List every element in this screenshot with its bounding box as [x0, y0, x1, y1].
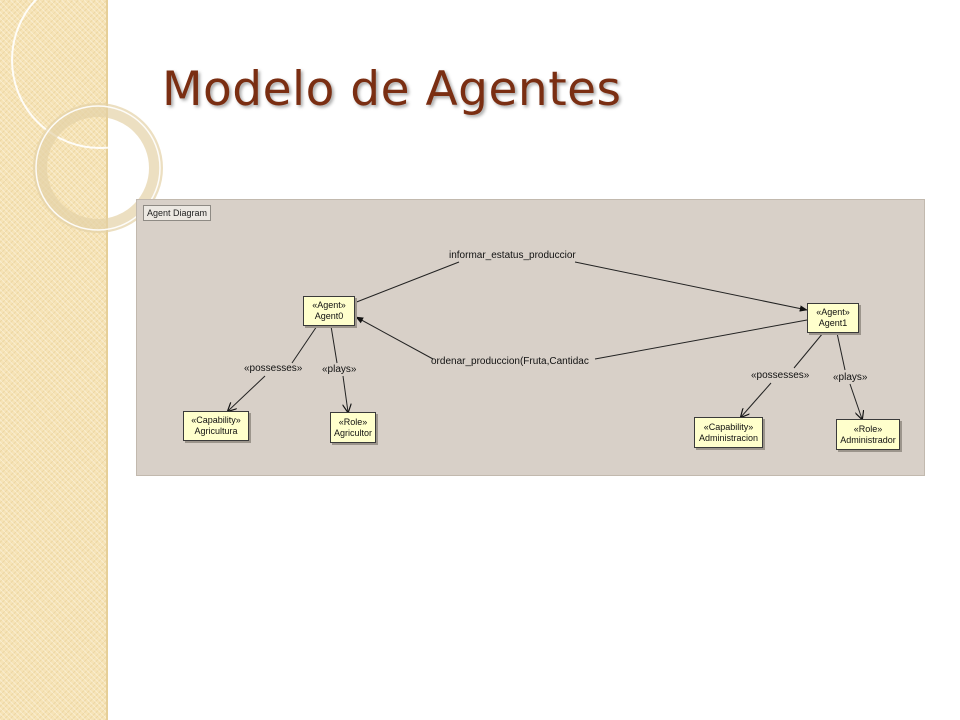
message-ordenar-line-b	[355, 316, 434, 360]
node-stereotype: «Capability»	[703, 421, 754, 432]
relation-label-plays-right: «plays»	[833, 372, 868, 383]
diagram-caption: Agent Diagram	[143, 205, 212, 221]
node-stereotype: «Role»	[853, 423, 883, 434]
node-role-administrador[interactable]: «Role» Administrador	[836, 419, 900, 450]
agent-diagram-panel: Agent Diagram «Agent» Agent0 «Agent» Age…	[136, 199, 925, 476]
node-name: Agent1	[818, 318, 848, 328]
plays-left-line-b	[343, 375, 348, 412]
node-capability-administracion[interactable]: «Capability» Administracion	[694, 417, 763, 448]
node-name: Agricultura	[194, 426, 238, 436]
decorative-circle-inner	[35, 105, 161, 231]
relation-label-possesses-right: «possesses»	[751, 370, 810, 381]
node-role-agricultor[interactable]: «Role» Agricultor	[330, 412, 376, 443]
message-informar-line-a	[353, 261, 460, 304]
node-name: Administracion	[698, 432, 759, 443]
node-stereotype: «Agent»	[816, 307, 850, 317]
node-capability-agricultura[interactable]: «Capability» Agricultura	[183, 411, 249, 441]
plays-left-line-a	[330, 325, 338, 364]
node-name: Agricultor	[333, 427, 372, 438]
relation-label-plays-left: «plays»	[322, 364, 357, 375]
decorative-circle-large	[11, 0, 189, 149]
node-stereotype: «Agent»	[312, 300, 346, 310]
node-stereotype: «Role»	[338, 416, 368, 427]
node-name: Administrador	[840, 434, 896, 445]
possesses-right-line-b	[741, 382, 772, 417]
message-ordenar-line-a	[594, 319, 808, 360]
node-stereotype: «Capability»	[191, 415, 241, 425]
relation-label-ordenar: ordenar_produccion(Fruta,Cantidac	[431, 356, 589, 367]
possesses-left-line-b	[228, 375, 266, 411]
diagram-connectors	[137, 261, 924, 475]
possesses-left-line-a	[291, 325, 318, 364]
node-name: Agent0	[314, 311, 344, 321]
slide-title: Modelo de Agentes	[162, 62, 622, 117]
plays-right-line-a	[836, 332, 846, 371]
decorative-side-strip	[0, 0, 108, 720]
message-informar-line-b	[574, 261, 808, 312]
node-agent1[interactable]: «Agent» Agent1	[807, 303, 859, 333]
plays-right-line-b	[849, 383, 862, 419]
possesses-right-line-a	[793, 332, 824, 369]
node-agent0[interactable]: «Agent» Agent0	[303, 296, 355, 326]
decorative-circle-ring	[33, 103, 163, 233]
relation-label-informar: informar_estatus_produccior	[449, 250, 576, 261]
relation-label-possesses-left: «possesses»	[244, 363, 303, 374]
decorative-circles	[11, 0, 189, 233]
